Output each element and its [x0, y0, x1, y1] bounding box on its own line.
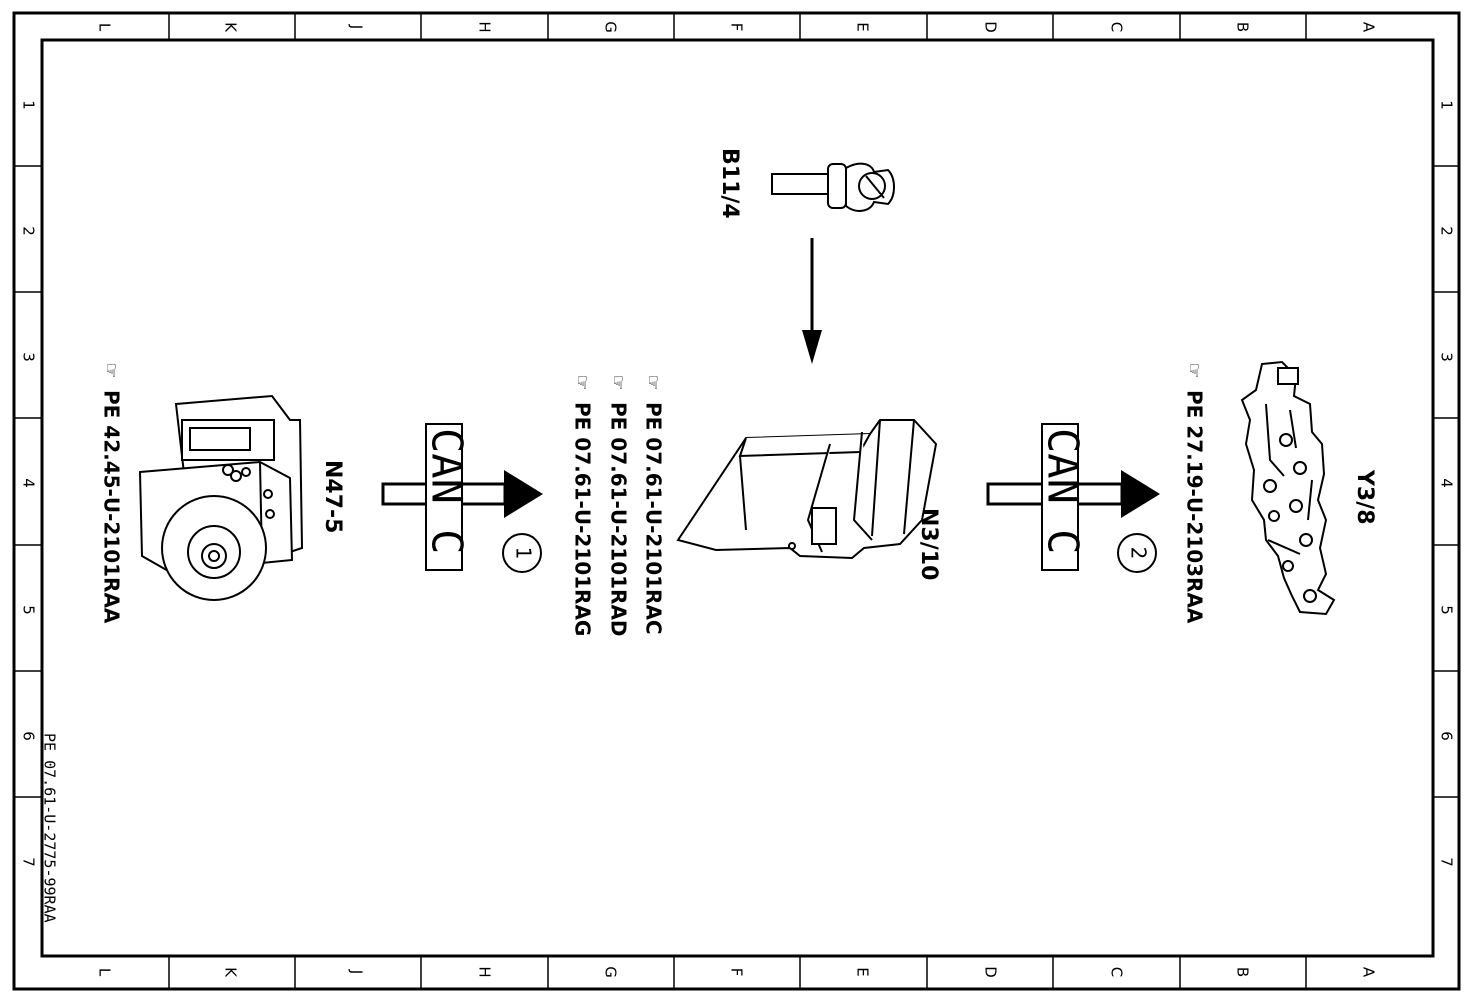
grid-row-7-left: 7 [20, 857, 38, 867]
grid-row-7-right: 7 [1438, 857, 1456, 867]
outer-frame [12, 11, 1461, 991]
grid-col-H-bottom: H [476, 966, 494, 977]
grid-row-labels-right: 1 2 3 4 5 6 7 [1438, 100, 1456, 867]
control-unit-refs: ☞ PE 07.61-U-2101RAG ☞ PE 07.61-U-2101RA… [569, 376, 666, 637]
hand-pointer-icon: ☞ [98, 364, 123, 377]
sensor-arrow [802, 238, 822, 364]
can-bus-label-1: CAN C [423, 428, 472, 554]
control-unit-ref-2: PE 07.61-U-2101RAD [607, 402, 631, 637]
abs-unit-ref: ☞ PE 42.45-U-2101RAA [98, 364, 124, 624]
grid-col-L-bottom: L [96, 968, 114, 977]
grid-col-K-top: K [222, 22, 240, 33]
can-bus-label-2: CAN C [1039, 428, 1088, 554]
abs-unit-illustration [138, 394, 304, 601]
sensor-label: B11/4 [717, 148, 742, 219]
valve-body-ref-text: PE 27.19-U-2103RAA [1183, 390, 1207, 624]
grid-row-2-right: 2 [1438, 226, 1456, 236]
grid-col-F-bottom: F [728, 968, 746, 977]
grid-col-F-top: F [728, 23, 746, 32]
grid-row-5-right: 5 [1438, 605, 1456, 615]
grid-row-5-left: 5 [20, 605, 38, 615]
grid-col-C-top: C [1108, 22, 1126, 32]
abs-unit-label: N47-5 [320, 460, 345, 533]
connection-number-2: 2 [1127, 547, 1151, 560]
grid-col-H-top: H [476, 21, 494, 32]
grid-col-G-bottom: G [602, 966, 620, 978]
connection-number-1: 1 [512, 547, 536, 560]
document-id: PE 07.61-U-2775-99RAA [41, 733, 59, 923]
grid-col-J-top: J [348, 24, 366, 29]
grid-row-4-left: 4 [20, 478, 38, 488]
grid-row-3-right: 3 [1438, 352, 1456, 362]
grid-row-6-right: 6 [1438, 731, 1456, 741]
grid-row-3-left: 3 [20, 352, 38, 362]
row-dividers [14, 165, 1459, 798]
control-unit-illustration [676, 419, 938, 560]
control-unit-ref-3: PE 07.61-U-2101RAG [571, 402, 595, 636]
grid-row-6-left: 6 [20, 731, 38, 741]
can-connection-1: CAN C 1 [381, 423, 543, 573]
grid-col-J-bottom: J [348, 969, 366, 974]
grid-row-2-left: 2 [20, 226, 38, 236]
grid-col-D-bottom: D [982, 966, 1000, 978]
grid-column-labels-top: L K J H G F E D C B A [96, 21, 1378, 33]
sensor-illustration [771, 162, 895, 212]
grid-col-A-bottom: A [1360, 967, 1378, 978]
hand-pointer-icon: ☞ [605, 376, 630, 389]
valve-body-illustration [1240, 360, 1336, 616]
grid-col-G-top: G [602, 21, 620, 33]
column-dividers [168, 13, 1307, 989]
grid-row-labels-left: 1 2 3 4 5 6 7 [20, 100, 38, 867]
grid-col-D-top: D [982, 21, 1000, 33]
hand-pointer-icon: ☞ [1181, 364, 1206, 377]
grid-col-B-bottom: B [1234, 967, 1252, 977]
inner-frame [40, 38, 1435, 958]
grid-col-L-top: L [96, 23, 114, 32]
grid-row-1-left: 1 [20, 100, 38, 110]
control-unit-ref-1: PE 07.61-U-2101RAC [642, 402, 666, 635]
grid-col-E-bottom: E [854, 967, 872, 976]
hand-pointer-icon: ☞ [640, 376, 665, 389]
valve-body-ref: ☞ PE 27.19-U-2103RAA [1181, 364, 1207, 624]
can-connection-2: CAN C 2 [986, 423, 1160, 573]
abs-unit-ref-text: PE 42.45-U-2101RAA [100, 390, 124, 624]
valve-body-label: Y3/8 [1352, 469, 1377, 525]
grid-column-labels-bottom: L K J H G F E D C B A [96, 966, 1378, 978]
grid-col-A-top: A [1360, 22, 1378, 33]
grid-row-1-right: 1 [1438, 100, 1456, 110]
grid-col-K-bottom: K [222, 967, 240, 978]
grid-col-B-top: B [1234, 22, 1252, 32]
grid-col-E-top: E [854, 22, 872, 31]
hand-pointer-icon: ☞ [569, 376, 594, 389]
grid-row-4-right: 4 [1438, 478, 1456, 488]
grid-col-C-bottom: C [1108, 967, 1126, 977]
